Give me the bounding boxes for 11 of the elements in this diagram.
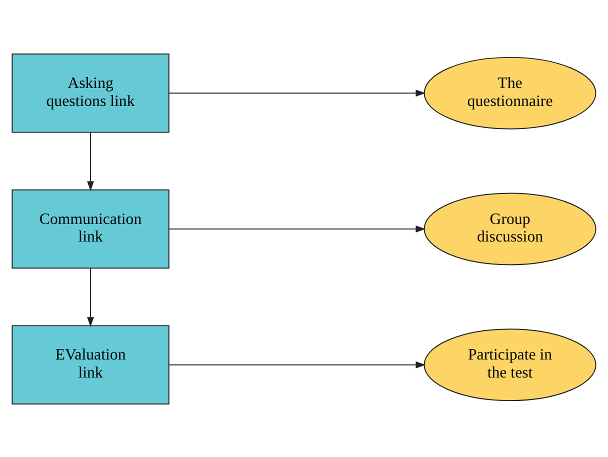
node-box: EValuation link <box>12 324 170 404</box>
arrow <box>168 225 426 232</box>
node-box: Asking questions link <box>12 52 170 132</box>
arrow <box>168 360 426 368</box>
node-ellipse: The questionnaire <box>424 56 596 129</box>
node-box: Communication link <box>12 188 170 268</box>
arrow <box>168 89 426 96</box>
arrow <box>87 132 94 191</box>
node-ellipse: Participate in the test <box>424 328 596 401</box>
arrow <box>87 267 94 326</box>
node-ellipse: Group discussion <box>424 192 596 265</box>
